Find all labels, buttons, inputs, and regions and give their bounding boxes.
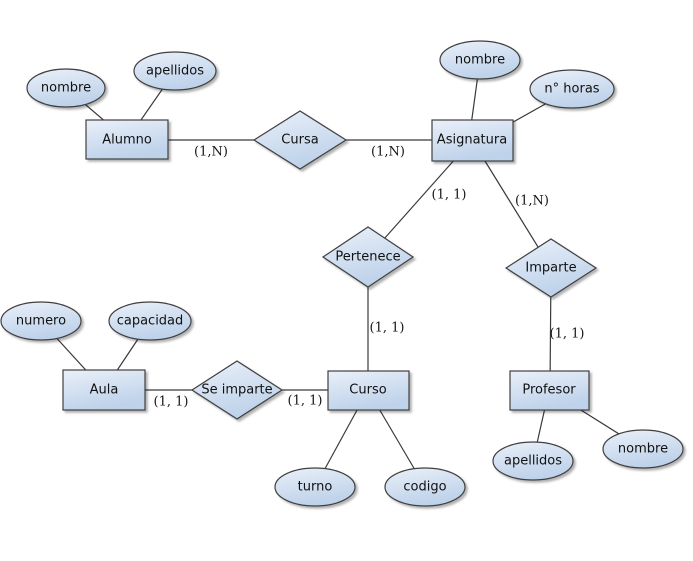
entity-curso-shape <box>327 370 410 411</box>
relationship-pertenece-shape <box>321 226 415 288</box>
attribute-profesor-apellidos-shape <box>492 441 574 481</box>
attribute-curso-turno-label: turno <box>297 479 333 495</box>
entity-profesor-label: Profesor <box>522 382 576 398</box>
attribute-profesor-apellidos-label: apellidos <box>503 453 563 469</box>
entity-alumno-shape <box>85 119 169 160</box>
relationship-seimparte-label: Se imparte <box>201 382 273 398</box>
cardinality-seimparte-curso: (1, 1) <box>287 393 323 409</box>
attribute-asignatura-nhoras-label: n° horas <box>544 81 600 97</box>
attribute-asignatura-nhoras-shape <box>529 69 615 109</box>
cardinality-asignatura-imparte: (1,N) <box>515 193 549 209</box>
attribute-alumno-apellidos-shape <box>133 51 217 91</box>
cardinality-pertenece-curso: (1, 1) <box>369 320 405 336</box>
entity-asignatura-label: Asignatura <box>436 132 508 148</box>
entity-aula-shape <box>62 369 146 411</box>
attribute-alumno-nombre-label: nombre <box>40 80 92 96</box>
relationship-cursa-label: Cursa <box>281 132 319 148</box>
attribute-alumno-nombre-shape <box>26 68 106 108</box>
attribute-curso-turno-shape <box>274 467 356 507</box>
cardinality-aula-seimparte: (1, 1) <box>153 394 189 410</box>
cardinality-asignatura-pertenece: (1, 1) <box>431 187 467 203</box>
attribute-aula-capacidad-label: capacidad <box>116 313 184 329</box>
attribute-curso-codigo-label: codigo <box>403 479 447 495</box>
cardinality-alumno-cursa: (1,N) <box>194 144 228 160</box>
relationship-imparte-label: Imparte <box>525 260 577 276</box>
attribute-profesor-nombre-label: nombre <box>617 441 669 457</box>
relationship-seimparte-shape <box>190 360 284 420</box>
cardinality-imparte-profesor: (1, 1) <box>549 326 585 342</box>
attribute-aula-capacidad-shape <box>108 301 192 341</box>
attribute-curso-codigo-shape <box>384 467 466 507</box>
entity-profesor-shape <box>509 370 590 411</box>
entity-alumno-label: Alumno <box>102 132 152 148</box>
cardinality-cursa-asignatura: (1,N) <box>371 144 405 160</box>
entity-curso-label: Curso <box>349 382 387 398</box>
attribute-aula-numero-label: numero <box>15 313 67 329</box>
attribute-asignatura-nombre-label: nombre <box>454 52 506 68</box>
entity-asignatura-shape <box>431 119 514 162</box>
attribute-asignatura-nombre-shape <box>439 40 521 80</box>
entity-aula-label: Aula <box>89 382 119 398</box>
relationship-pertenece-label: Pertenece <box>335 249 401 265</box>
attribute-alumno-apellidos-label: apellidos <box>145 63 205 79</box>
attribute-profesor-nombre-shape <box>602 429 684 469</box>
relationship-cursa-shape <box>252 110 348 170</box>
attribute-aula-numero-shape <box>0 301 82 341</box>
relationship-imparte-shape <box>504 238 598 298</box>
